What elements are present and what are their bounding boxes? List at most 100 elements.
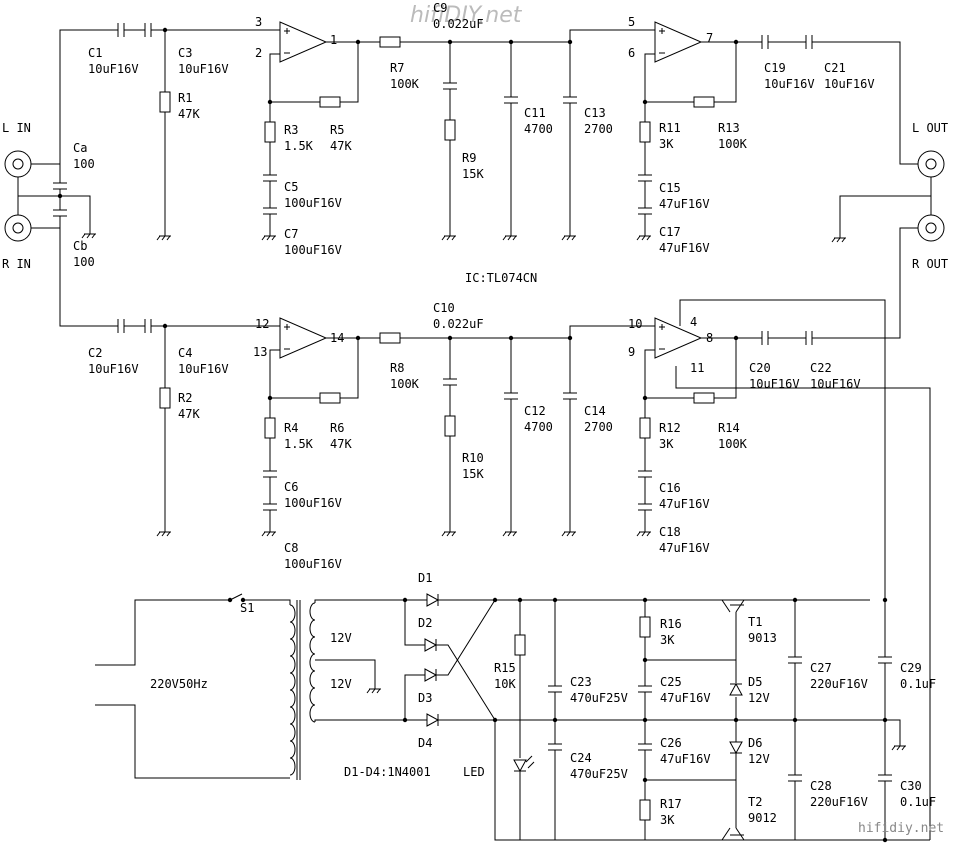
label-r3-value: 1.5K bbox=[284, 139, 314, 153]
wire bbox=[95, 704, 290, 779]
label-c6-value: 100uF16V bbox=[284, 496, 342, 510]
label-ca-ref: Ca bbox=[73, 141, 87, 155]
label-c29-value: 0.1uF bbox=[900, 677, 936, 691]
resistor-r1 bbox=[159, 91, 171, 113]
label-c27-value: 220uF16V bbox=[810, 677, 868, 691]
r-out-jack-pin bbox=[925, 222, 937, 234]
ground-icon bbox=[271, 531, 276, 537]
junction-dot bbox=[162, 27, 168, 33]
diode-d4 bbox=[426, 713, 440, 727]
label-c14-value: 2700 bbox=[584, 420, 613, 434]
ground-icon bbox=[636, 235, 641, 241]
label-c1-value: 10uF16V bbox=[88, 62, 139, 76]
wire bbox=[404, 674, 425, 720]
label-secondary-2: 12V bbox=[330, 677, 352, 691]
label-c26-value: 47uF16V bbox=[660, 752, 711, 766]
ground-icon bbox=[571, 531, 576, 537]
junction-dot bbox=[447, 39, 453, 45]
label-c7-ref: C7 bbox=[284, 227, 298, 241]
wire bbox=[645, 659, 737, 683]
wire bbox=[314, 719, 405, 722]
resistor-r9 bbox=[444, 119, 456, 141]
label-c30-value: 0.1uF bbox=[900, 795, 936, 809]
transformer-primary bbox=[289, 757, 296, 776]
resistor-r6 bbox=[319, 392, 341, 404]
capacitor-c19-gap bbox=[762, 35, 768, 49]
pin-p7: 7 bbox=[706, 31, 713, 45]
ground-icon bbox=[451, 531, 456, 537]
ground-icon bbox=[571, 235, 576, 241]
transformer-primary bbox=[289, 723, 296, 742]
junction-dot bbox=[162, 323, 168, 329]
junction-dot bbox=[267, 395, 273, 401]
capacitor-cb-gap bbox=[53, 210, 67, 216]
label-c15-value: 47uF16V bbox=[659, 197, 710, 211]
label-c3-ref: C3 bbox=[178, 46, 192, 60]
switch-s1 bbox=[229, 593, 243, 601]
junction-dot bbox=[642, 777, 648, 783]
ground-icon bbox=[376, 688, 381, 694]
label-diode-note: D1-D4:1N4001 bbox=[344, 765, 431, 779]
junction-dot bbox=[567, 39, 573, 45]
label-c9-ref: C9 bbox=[433, 1, 447, 15]
label-r9-ref: R9 bbox=[462, 151, 476, 165]
label-r17-ref: R17 bbox=[660, 797, 682, 811]
ground-icon bbox=[502, 531, 507, 537]
ground-icon bbox=[266, 235, 271, 241]
ground-icon bbox=[156, 235, 161, 241]
label-r13-ref: R13 bbox=[718, 121, 740, 135]
transformer-secondary bbox=[309, 704, 316, 723]
wire bbox=[569, 325, 655, 338]
ground-icon bbox=[446, 235, 451, 241]
capacitor-c2-gap bbox=[118, 319, 124, 333]
ground-icon bbox=[366, 688, 371, 694]
capacitor-c9-gap bbox=[443, 83, 457, 89]
junction-dot bbox=[355, 39, 361, 45]
label-d3-ref: D3 bbox=[418, 691, 432, 705]
label-r2-value: 47K bbox=[178, 407, 200, 421]
transformer-primary bbox=[289, 621, 296, 640]
junction-dot bbox=[267, 99, 273, 105]
label-c13-value: 2700 bbox=[584, 122, 613, 136]
ground-icon bbox=[901, 745, 906, 751]
transformer-primary bbox=[289, 655, 296, 674]
transformer-primary bbox=[289, 604, 296, 623]
capacitor-c16-gap bbox=[638, 471, 652, 477]
capacitor-c17-gap bbox=[638, 208, 652, 214]
wire bbox=[18, 195, 91, 228]
label-l-in: L IN bbox=[2, 121, 31, 135]
label-c15-ref: C15 bbox=[659, 181, 681, 195]
junction-dot bbox=[517, 597, 523, 603]
wire bbox=[404, 600, 425, 646]
label-t2-value: 9012 bbox=[748, 811, 777, 825]
junction-dot bbox=[492, 597, 498, 603]
ground-icon bbox=[891, 745, 896, 751]
l-in-jack-pin bbox=[12, 158, 24, 170]
label-c4-ref: C4 bbox=[178, 346, 192, 360]
wire bbox=[644, 349, 655, 398]
pin-p11: 11 bbox=[690, 361, 704, 375]
pin-p3: 3 bbox=[255, 15, 262, 29]
wire bbox=[314, 599, 405, 603]
capacitor-c7-gap bbox=[263, 208, 277, 214]
label-d4-ref: D4 bbox=[418, 736, 432, 750]
pin-p8: 8 bbox=[706, 331, 713, 345]
capacitor-c4-gap bbox=[145, 319, 151, 333]
pin-p9: 9 bbox=[628, 345, 635, 359]
wire bbox=[243, 599, 291, 605]
capacitor-c23-gap bbox=[548, 686, 562, 692]
capacitor-c28-gap bbox=[788, 775, 802, 781]
transistor-t2 bbox=[721, 827, 731, 841]
label-r-out: R OUT bbox=[912, 257, 948, 271]
label-c4-value: 10uF16V bbox=[178, 362, 229, 376]
label-c12-ref: C12 bbox=[524, 404, 546, 418]
transistor-t1 bbox=[721, 599, 731, 613]
ground-icon bbox=[646, 531, 651, 537]
capacitor-c14-gap bbox=[563, 393, 577, 399]
capacitor-c29-gap bbox=[878, 657, 892, 663]
ground-icon bbox=[507, 531, 512, 537]
pin-p12: 12 bbox=[255, 317, 269, 331]
wire bbox=[269, 53, 280, 102]
ground-icon bbox=[271, 235, 276, 241]
ground-icon bbox=[261, 531, 266, 537]
